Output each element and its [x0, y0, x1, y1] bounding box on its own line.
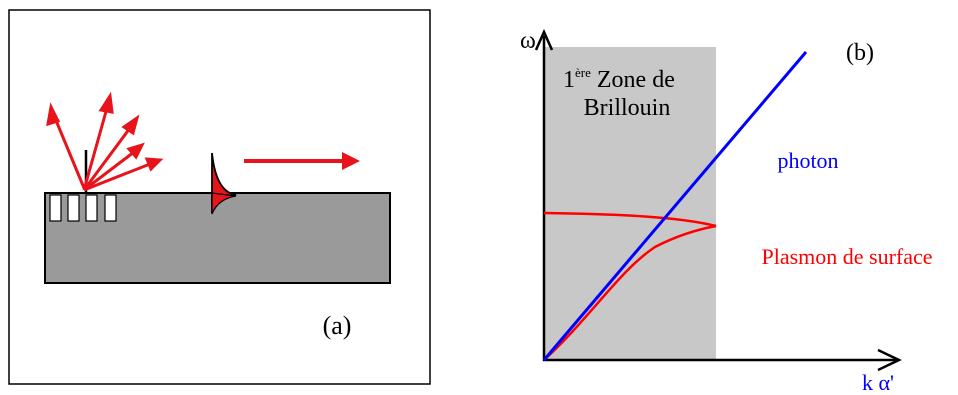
- zone-label-superscript: ère: [575, 65, 591, 80]
- field-below-profile: [211, 192, 237, 215]
- svg-text:1ère Zone de: 1ère Zone de: [563, 65, 675, 93]
- brillouin-zone-label: 1ère Zone de Brillouin: [563, 65, 675, 121]
- incident-beam-arrowhead: [46, 102, 61, 127]
- diffracted-beam: [82, 107, 109, 191]
- photon-label: photon: [777, 148, 838, 173]
- zone-label-line2: Brillouin: [584, 95, 671, 121]
- brillouin-zone-region: [544, 47, 716, 360]
- diffracted-beam: [82, 127, 132, 191]
- zone-label-number: 1: [563, 67, 575, 93]
- grating-slit: [104, 194, 117, 222]
- grating-slit: [49, 194, 62, 222]
- diffracted-beam-arrowhead: [98, 91, 114, 114]
- propagation-arrow: [244, 152, 360, 170]
- diffracted-beam-arrowhead: [144, 157, 164, 172]
- plasmon-upper-branch: [543, 211, 717, 228]
- zone-label-line1: Zone de: [591, 67, 675, 93]
- plasmon-label: Plasmon de surface: [761, 244, 932, 269]
- panel-a: (a): [8, 9, 431, 385]
- x-axis-arrowhead: [877, 348, 902, 372]
- evanescent-field: [211, 152, 237, 215]
- photon-light-line: [542, 51, 808, 361]
- grating-slit: [85, 194, 98, 222]
- y-axis-label: ω: [520, 28, 536, 54]
- plasmon-dispersion: [543, 211, 717, 361]
- panel-b-label: (b): [846, 40, 874, 66]
- diffracted-beam: [83, 162, 151, 192]
- diffracted-beam-arrowhead: [126, 142, 145, 160]
- grating: [49, 194, 117, 222]
- incident-beam: [53, 117, 86, 189]
- panel-b: ω k α' 1ère Zone de Brillouin (b) photon…: [520, 28, 933, 395]
- diffraction-arrows: [46, 91, 164, 192]
- grating-slit: [67, 194, 80, 222]
- y-axis-arrowhead: [534, 28, 554, 51]
- diffracted-beam-arrowhead: [121, 114, 140, 136]
- metal-substrate: [44, 192, 391, 284]
- plasmon-lower-branch: [543, 224, 717, 361]
- x-axis-label: k α': [862, 370, 894, 395]
- panel-a-label: (a): [323, 311, 352, 340]
- diffracted-beam: [83, 150, 135, 192]
